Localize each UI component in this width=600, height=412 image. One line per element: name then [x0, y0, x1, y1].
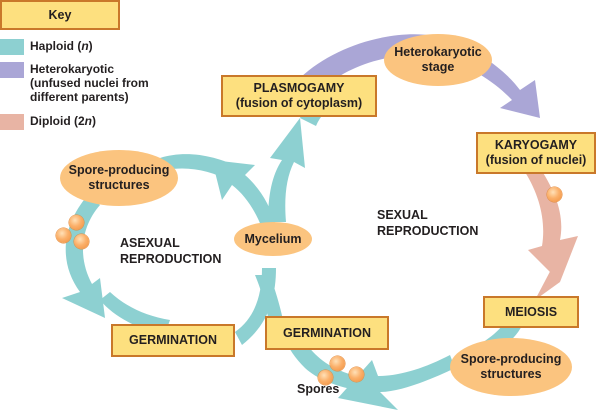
mycelium-oval: Mycelium: [234, 222, 312, 256]
diploid-swatch: [0, 114, 24, 130]
spore: [330, 356, 345, 371]
heterokaryotic-stage-oval: Heterokaryotic stage: [384, 34, 492, 86]
key-title: Key: [48, 7, 72, 22]
key-item-haploid: Haploid (n): [0, 39, 93, 55]
diploid-nucleus: [547, 187, 562, 202]
meiosis-box: MEIOSIS: [483, 296, 579, 328]
haploid-arrow-spores-to-germination-asexual: [62, 195, 105, 318]
haploid-swatch: [0, 39, 24, 55]
key-item-diploid: Diploid (2n): [0, 114, 96, 130]
key-title-box: Key: [0, 0, 120, 30]
haploid-arrow-mycelium-to-plasmogamy: [268, 118, 305, 222]
spore: [69, 215, 84, 230]
spore-producing-structures-asexual-oval: Spore-producing structures: [60, 150, 178, 206]
key-label-diploid: Diploid (2n): [30, 114, 97, 128]
key-label-haploid: Haploid (n): [30, 39, 93, 53]
germination-asexual-box: GERMINATION: [111, 324, 235, 357]
spore: [318, 370, 333, 385]
diploid-arrow: [525, 165, 578, 282]
spore-producing-structures-sexual-oval: Spore-producing structures: [450, 338, 572, 396]
spore: [74, 234, 89, 249]
spores-label: Spores: [297, 382, 340, 396]
key-label-heterokaryotic: Heterokaryotic (unfused nuclei from diff…: [30, 62, 149, 104]
plasmogamy-box: PLASMOGAMY (fusion of cytoplasm): [221, 75, 377, 117]
key-item-heterokaryotic: Heterokaryotic (unfused nuclei from diff…: [0, 62, 149, 104]
karyogamy-box: KARYOGAMY (fusion of nuclei): [476, 132, 596, 174]
heterokaryotic-swatch: [0, 62, 24, 78]
asexual-reproduction-label: ASEXUAL REPRODUCTION: [120, 236, 222, 266]
spore: [56, 228, 71, 243]
sexual-reproduction-label: SEXUAL REPRODUCTION: [377, 208, 479, 238]
haploid-arrow-spores-to-germination: [338, 355, 455, 410]
germination-sexual-box: GERMINATION: [265, 316, 389, 350]
spore: [349, 367, 364, 382]
